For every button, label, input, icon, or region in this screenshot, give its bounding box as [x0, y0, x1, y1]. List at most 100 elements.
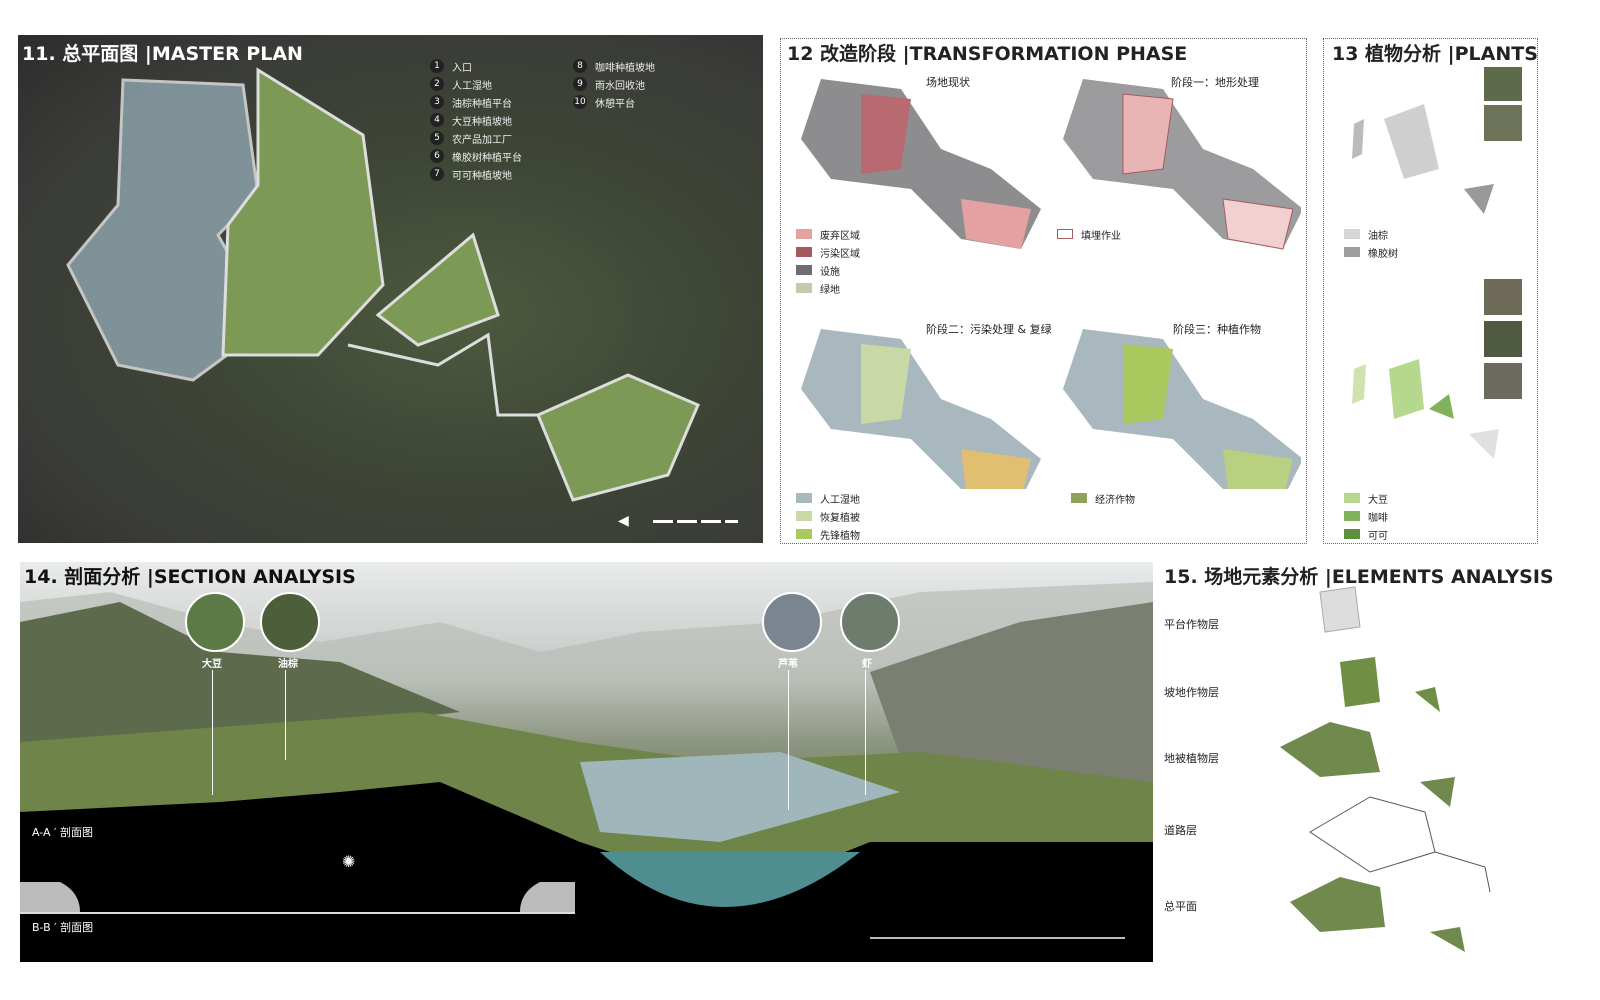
photo-rubber-tree: [1484, 105, 1522, 141]
panel-title: 13 植物分析 |PLANTS: [1332, 43, 1538, 65]
photo-oil-palm: [1484, 67, 1522, 101]
marker-icon: 2: [430, 77, 444, 91]
marker-icon: 9: [573, 77, 587, 91]
swatch: [796, 229, 812, 239]
stage-label: 场地现状: [926, 76, 970, 89]
marker-icon: 10: [573, 95, 587, 109]
swatch: [1071, 493, 1087, 503]
photo-cocoa: [1484, 363, 1522, 399]
legend-label: 恢复植被: [820, 512, 860, 524]
photo-coffee: [1484, 321, 1522, 357]
photo-soybean: [1484, 279, 1522, 315]
legend-label: 设施: [820, 266, 840, 278]
stage-map-1: [1063, 79, 1301, 250]
legend-label: 经济作物: [1095, 494, 1135, 506]
photo-oil-palm: [260, 592, 320, 652]
master-plan-map: [66, 67, 700, 502]
tag-label: 大豆: [202, 659, 222, 670]
legend-label: 咖啡: [1368, 512, 1388, 524]
master-plan-panel: 11. 总平面图 |MASTER PLAN 1 入口 2 人工湿地 3 油棕种植平台 …: [18, 35, 763, 543]
panel-title: 14. 剖面分析 |SECTION ANALYSIS: [24, 566, 356, 588]
scale-bar: [653, 520, 738, 523]
panel-title: 15. 场地元素分析 |ELEMENTS ANALYSIS: [1164, 566, 1554, 588]
legend-item: 大豆: [1344, 489, 1388, 507]
legend-crops: 经济作物: [1071, 489, 1135, 507]
legend-label: 咖啡种植坡地: [595, 62, 655, 74]
legend-label: 大豆种植坡地: [452, 116, 512, 128]
panel-title: 11. 总平面图 |MASTER PLAN: [22, 43, 303, 65]
leader-line: [285, 670, 286, 760]
swatch: [796, 511, 812, 521]
legend-item: 恢复植被: [796, 507, 860, 525]
legend-item: 2 人工湿地: [430, 75, 522, 93]
swatch: [796, 283, 812, 293]
legend-label: 绿地: [820, 284, 840, 296]
legend-label: 先锋植物: [820, 530, 860, 542]
section-label-bb: B-B ′ 剖面图: [32, 921, 94, 934]
stage-map-current: [801, 79, 1041, 249]
legend-label: 大豆: [1368, 494, 1388, 506]
legend-label: 废弃区域: [820, 230, 860, 242]
stage-map-2: [801, 329, 1041, 489]
stage-label: 阶段三：种植作物: [1173, 323, 1261, 336]
marker-icon: 1: [430, 59, 444, 73]
plants-tree-diagram: [1352, 104, 1494, 214]
legend-label: 油棕种植平台: [452, 98, 512, 110]
legend-crops: 大豆 咖啡 可可: [1344, 489, 1388, 543]
legend-label: 雨水回收池: [595, 80, 645, 92]
legend-label: 人工湿地: [820, 494, 860, 506]
legend-label: 可可种植坡地: [452, 170, 512, 182]
swatch: [1344, 247, 1360, 257]
plants-panel: 13 植物分析 |PLANTS 油棕 橡胶树 大豆 咖啡 可可: [1323, 38, 1538, 544]
swatch: [1057, 229, 1073, 239]
transformation-panel: 12 改造阶段 |TRANSFORMATION PHASE 场地现状 阶段一：地…: [780, 38, 1307, 544]
stage-map-3: [1063, 329, 1301, 489]
legend-label: 休憩平台: [595, 98, 635, 110]
layer-label: 坡地作物层: [1164, 686, 1219, 699]
plants-crop-diagram: [1352, 359, 1499, 459]
legend-item: 1 入口: [430, 57, 522, 75]
section-label-aa: A-A ′ 剖面图: [32, 826, 94, 839]
legend-item: 设施: [796, 261, 860, 279]
legend-label: 人工湿地: [452, 80, 492, 92]
marker-icon: 3: [430, 95, 444, 109]
legend-label: 油棕: [1368, 230, 1388, 242]
legend-item: 可可: [1344, 525, 1388, 543]
legend-item: 油棕: [1344, 225, 1398, 243]
section-panel: 14. 剖面分析 |SECTION ANALYSIS 大豆 油棕 芦苇 虾 A-…: [20, 562, 1153, 962]
legend-right: 8 咖啡种植坡地 9 雨水回收池 10 休憩平台: [573, 57, 655, 111]
sun-icon: ✺: [342, 852, 356, 871]
legend-landfill: 填埋作业: [1057, 225, 1121, 243]
legend-item: 废弃区域: [796, 225, 860, 243]
legend-item: 咖啡: [1344, 507, 1388, 525]
panel-title: 12 改造阶段 |TRANSFORMATION PHASE: [787, 43, 1188, 65]
legend-item: 绿地: [796, 279, 860, 297]
legend-trees: 油棕 橡胶树: [1344, 225, 1398, 261]
layer-label: 平台作物层: [1164, 618, 1219, 631]
marker-icon: 8: [573, 59, 587, 73]
swatch: [796, 493, 812, 503]
legend-label: 入口: [452, 62, 472, 74]
legend-label: 橡胶树种植平台: [452, 152, 522, 164]
legend-item: 9 雨水回收池: [573, 75, 655, 93]
legend-item: 10 休憩平台: [573, 93, 655, 111]
legend-current: 废弃区域 污染区域 设施 绿地: [796, 225, 860, 297]
swatch: [796, 265, 812, 275]
swatch: [1344, 511, 1360, 521]
marker-icon: 5: [430, 131, 444, 145]
stage-label: 阶段二：污染处理 & 复绿: [926, 323, 1052, 336]
north-arrow-icon: ◀: [618, 513, 629, 529]
photo-reed: [762, 592, 822, 652]
layer-label: 总平面: [1164, 900, 1197, 913]
leader-line: [212, 670, 213, 795]
legend-item: 橡胶树: [1344, 243, 1398, 261]
stage-maps: [801, 79, 1301, 489]
legend-item: 污染区域: [796, 243, 860, 261]
legend-stage2: 人工湿地 恢复植被 先锋植物: [796, 489, 860, 543]
photo-soybean: [185, 592, 245, 652]
marker-icon: 7: [430, 167, 444, 181]
